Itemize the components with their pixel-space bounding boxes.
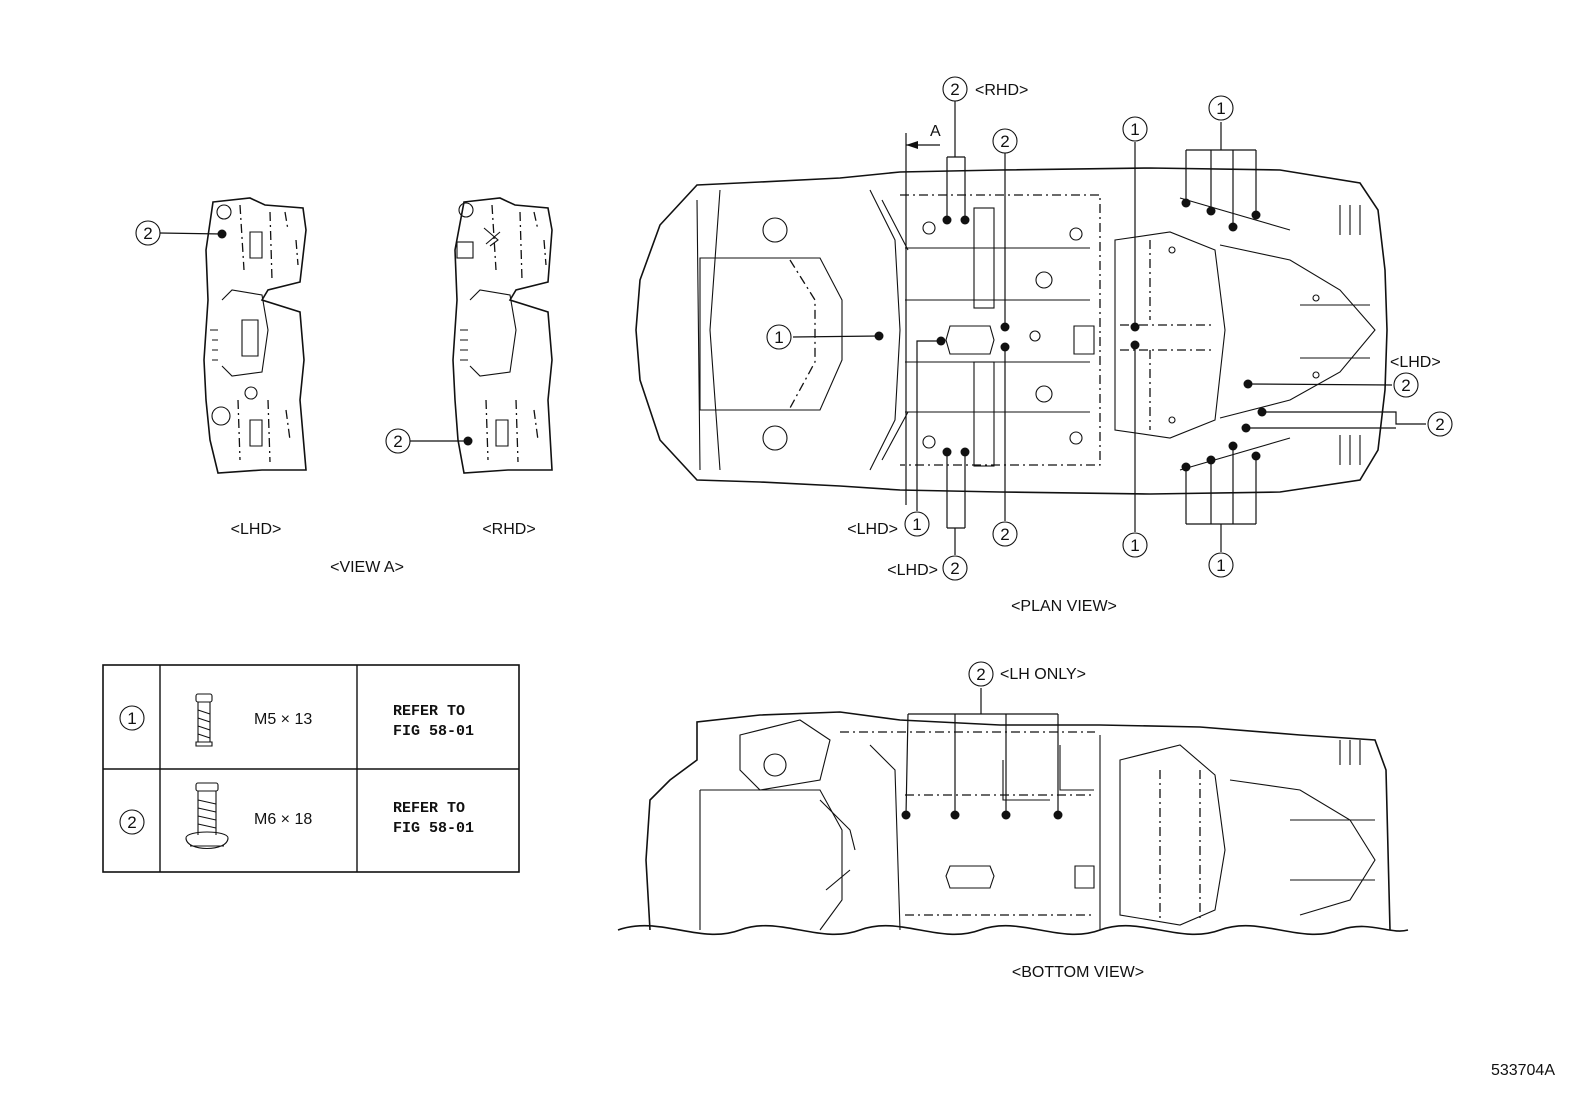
lh-only-tag: <LH ONLY> [1000, 666, 1086, 683]
figure-id: 533704A [1491, 1062, 1555, 1079]
view-a-rhd-panel [452, 197, 553, 474]
callout-2-rear-right-2: 2 [1427, 411, 1453, 437]
callout-1-bottom-right: 1 [1208, 552, 1234, 578]
bolt-size: M5 × 13 [254, 711, 312, 728]
callout-2-top-center: 2 [992, 128, 1018, 154]
bottom-view-body [617, 711, 1409, 936]
callout-number: 2 [950, 559, 959, 578]
row-number: 2 [127, 813, 136, 832]
callout-circles: 2 2 2 2 1 1 1 [135, 76, 1453, 687]
callout-number: 1 [1216, 99, 1225, 118]
view-a-lhd-label: <LHD> [231, 521, 282, 538]
refer-line-1: REFER TO [393, 800, 465, 817]
callout-1-top-right: 1 [1208, 95, 1234, 121]
callout-2-rhd-top: 2 [942, 76, 968, 102]
callout-1-bottom-center: 1 [1122, 532, 1148, 558]
callout-1-lhd-bottom: 1 [904, 511, 930, 537]
callout-number: 2 [976, 665, 985, 684]
rhd-tag: <RHD> [975, 82, 1028, 99]
callout-number: 1 [774, 328, 783, 347]
table-row: 1 M5 × 13 REFER TO FIG 58-01 [119, 693, 474, 747]
table-row: 2 M6 × 18 REFER TO FIG 58-01 [119, 782, 474, 849]
lhd-tag-right: <LHD> [1390, 354, 1441, 371]
callout-2-bottom-center: 2 [992, 521, 1018, 547]
plan-view-title: <PLAN VIEW> [1011, 598, 1117, 615]
bolt-m6-flange-icon [185, 782, 229, 849]
refer-line-2: FIG 58-01 [393, 820, 474, 837]
row-number: 1 [127, 709, 136, 728]
callout-2-lhd-bottom: 2 [942, 555, 968, 581]
callout-number: 2 [1435, 415, 1444, 434]
bottom-view-title: <BOTTOM VIEW> [1012, 964, 1144, 981]
callout-number: 2 [143, 224, 152, 243]
view-a-rhd-label: <RHD> [482, 521, 535, 538]
bolt-size: M6 × 18 [254, 811, 312, 828]
lhd-tag-bottom-1: <LHD> [847, 521, 898, 538]
refer-line-1: REFER TO [393, 703, 465, 720]
callout-number: 2 [393, 432, 402, 451]
lhd-tag-bottom-2: <LHD> [887, 562, 938, 579]
callout-2-view-a-rhd: 2 [385, 428, 473, 454]
callout-number: 2 [950, 80, 959, 99]
callout-1-front: 1 [766, 324, 792, 350]
plan-fastener-points [874, 198, 1267, 472]
callout-number: 1 [1130, 120, 1139, 139]
callout-2-view-a-lhd: 2 [135, 220, 227, 246]
callout-number: 1 [1130, 536, 1139, 555]
plan-leaders [792, 101, 1426, 555]
callout-number: 1 [1216, 556, 1225, 575]
bolt-m5-icon [195, 693, 213, 747]
callout-number: 2 [1000, 525, 1009, 544]
section-a-label: A [930, 123, 941, 140]
refer-line-2: FIG 58-01 [393, 723, 474, 740]
callout-2-lh-only: 2 [968, 661, 994, 687]
callout-1-top-center: 1 [1122, 116, 1148, 142]
callout-number: 1 [912, 515, 921, 534]
bottom-fastener-points [901, 688, 1063, 820]
plan-view-body [635, 167, 1388, 495]
callout-number: 2 [1401, 376, 1410, 395]
callout-2-rear-right: 2 [1393, 372, 1419, 398]
callout-number: 2 [1000, 132, 1009, 151]
parts-table: 1 M5 × 13 REFER TO FIG 58-01 2 M6 × 18 R… [102, 664, 520, 873]
view-a-title: <VIEW A> [330, 559, 404, 576]
section-line-a [905, 133, 940, 505]
view-a-lhd-panel [203, 197, 307, 474]
